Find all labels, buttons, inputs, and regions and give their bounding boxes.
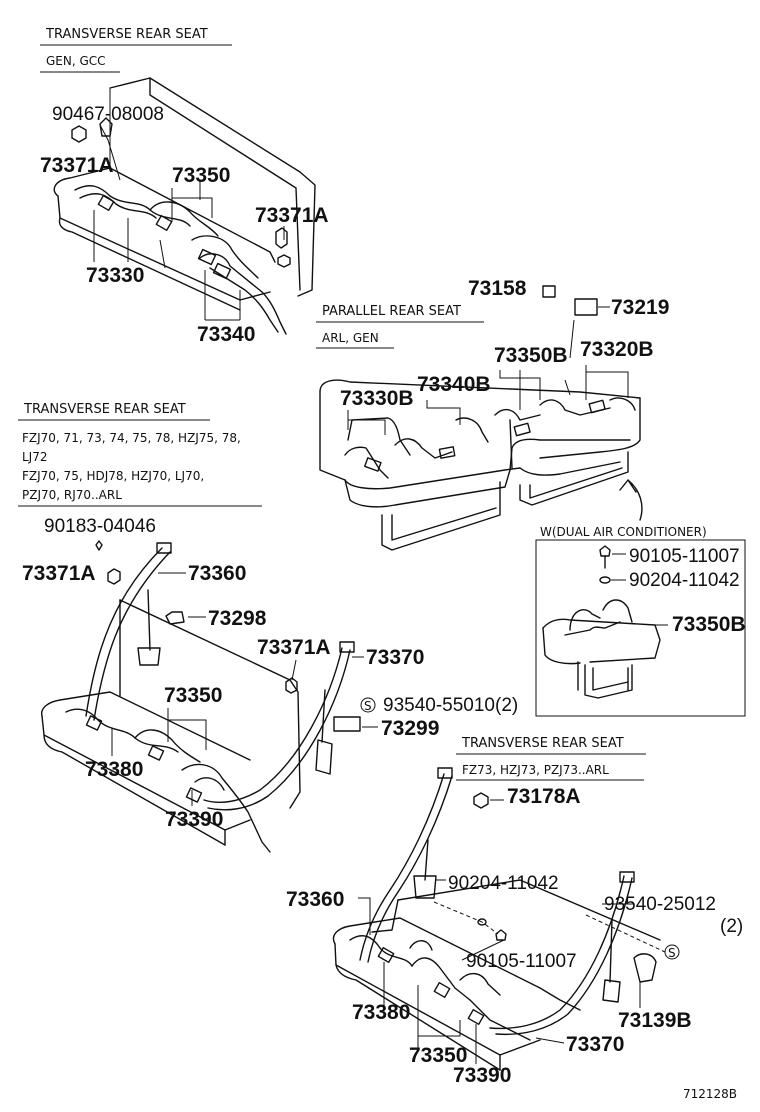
seat-illustration (332, 767, 661, 1071)
part-number: 90204-11042 (448, 873, 559, 894)
s-mark: S (664, 944, 680, 960)
part-number: 73298 (208, 607, 267, 630)
part-number: 73139B (618, 1009, 692, 1032)
part-number: 73360 (188, 562, 246, 585)
part-number: 73371A (22, 562, 96, 585)
leader-lines (347, 319, 629, 435)
part-number: 73219 (611, 296, 669, 319)
model-list-line: LJ72 (22, 450, 48, 464)
part-number: 93540-55010(2) (383, 695, 518, 716)
inset-illustration (542, 599, 668, 699)
part-number: 90204-11042 (629, 570, 740, 591)
section-subtitle: FZ73, HZJ73, PZJ73..ARL (462, 763, 609, 777)
nut-icon (473, 792, 489, 809)
part-number: 73320B (580, 338, 654, 361)
section-transverse-fz73: TRANSVERSE REAR SEAT FZ73, HZJ73, PZJ73.… (286, 736, 743, 1087)
part-number: 73350B (672, 613, 746, 636)
part-qty: (2) (720, 916, 743, 937)
part-number: 90183-04046 (44, 516, 156, 537)
part-number: 73340B (417, 373, 491, 396)
part-number: 73371A (40, 154, 114, 177)
part-number: 90467-08008 (52, 104, 164, 125)
s-mark: S (360, 697, 376, 713)
leader-lines (93, 124, 285, 321)
inset-dual-ac: W(DUAL AIR CONDITIONER) 90105-11007 9020… (535, 525, 746, 717)
part-number: 73360 (286, 888, 344, 911)
part-number: 73370 (566, 1033, 624, 1056)
model-list-line: PZJ70, RJ70..ARL (22, 488, 122, 502)
part-number: 73371A (257, 636, 331, 659)
inset-frame (535, 539, 746, 717)
cap-icon (542, 285, 556, 298)
section-title: PARALLEL REAR SEAT (322, 304, 461, 319)
seat-illustration (319, 379, 643, 551)
part-number: 73380 (352, 1001, 410, 1024)
seat-illustration (53, 77, 316, 335)
seat-illustration (41, 542, 355, 853)
part-number: 73340 (197, 323, 255, 346)
drawing-id: 712128B (683, 1087, 737, 1101)
section-transverse-fzj70: TRANSVERSE REAR SEAT FZJ70, 71, 73, 74, … (18, 402, 518, 853)
section-parallel-arl-gen: 73158 73219 PARALLEL REAR SEAT ARL, GEN … (316, 277, 746, 717)
part-number: 90105-11007 (629, 546, 740, 567)
section-title: TRANSVERSE REAR SEAT (461, 736, 624, 751)
part-number: 73350 (409, 1044, 467, 1067)
model-list-line: FZJ70, 75, HDJ78, HZJ70, LJ70, (22, 469, 204, 483)
cover-icon (574, 298, 598, 316)
part-number: 73350 (172, 164, 230, 187)
part-number: 90105-11007 (466, 951, 577, 972)
part-number: 93540-25012 (604, 894, 716, 915)
part-number: 73390 (165, 808, 223, 831)
inset-title: W(DUAL AIR CONDITIONER) (540, 525, 707, 539)
s-mark-label: S (668, 946, 676, 960)
part-number: 73370 (366, 646, 424, 669)
section-subtitle: GEN, GCC (46, 54, 106, 68)
part-number: 73390 (453, 1064, 511, 1087)
bolt-icon (599, 545, 611, 557)
s-mark-circle (360, 697, 376, 713)
part-number: 73178A (507, 785, 581, 808)
section-transverse-gen-gcc: TRANSVERSE REAR SEAT GEN, GCC (40, 27, 329, 346)
part-number: 73299 (381, 717, 439, 740)
section-subtitle: ARL, GEN (322, 331, 379, 345)
washer-icon (599, 576, 611, 584)
part-number: 73158 (468, 277, 527, 300)
nut-icon (107, 568, 121, 585)
model-list-line: FZJ70, 71, 73, 74, 75, 78, HZJ75, 78, (22, 431, 241, 445)
part-number: 73371A (255, 204, 329, 227)
s-mark-label: S (364, 699, 372, 713)
clip-icon (95, 540, 103, 551)
section-title: TRANSVERSE REAR SEAT (45, 27, 208, 42)
part-number: 73330 (86, 264, 144, 287)
bracket-icon (333, 716, 361, 732)
leader-lines (111, 572, 364, 806)
leader-lines (358, 879, 666, 1064)
part-number: 73330B (340, 387, 414, 410)
section-title: TRANSVERSE REAR SEAT (23, 402, 186, 417)
part-number: 73350B (494, 344, 568, 367)
part-number: 73350 (164, 684, 222, 707)
